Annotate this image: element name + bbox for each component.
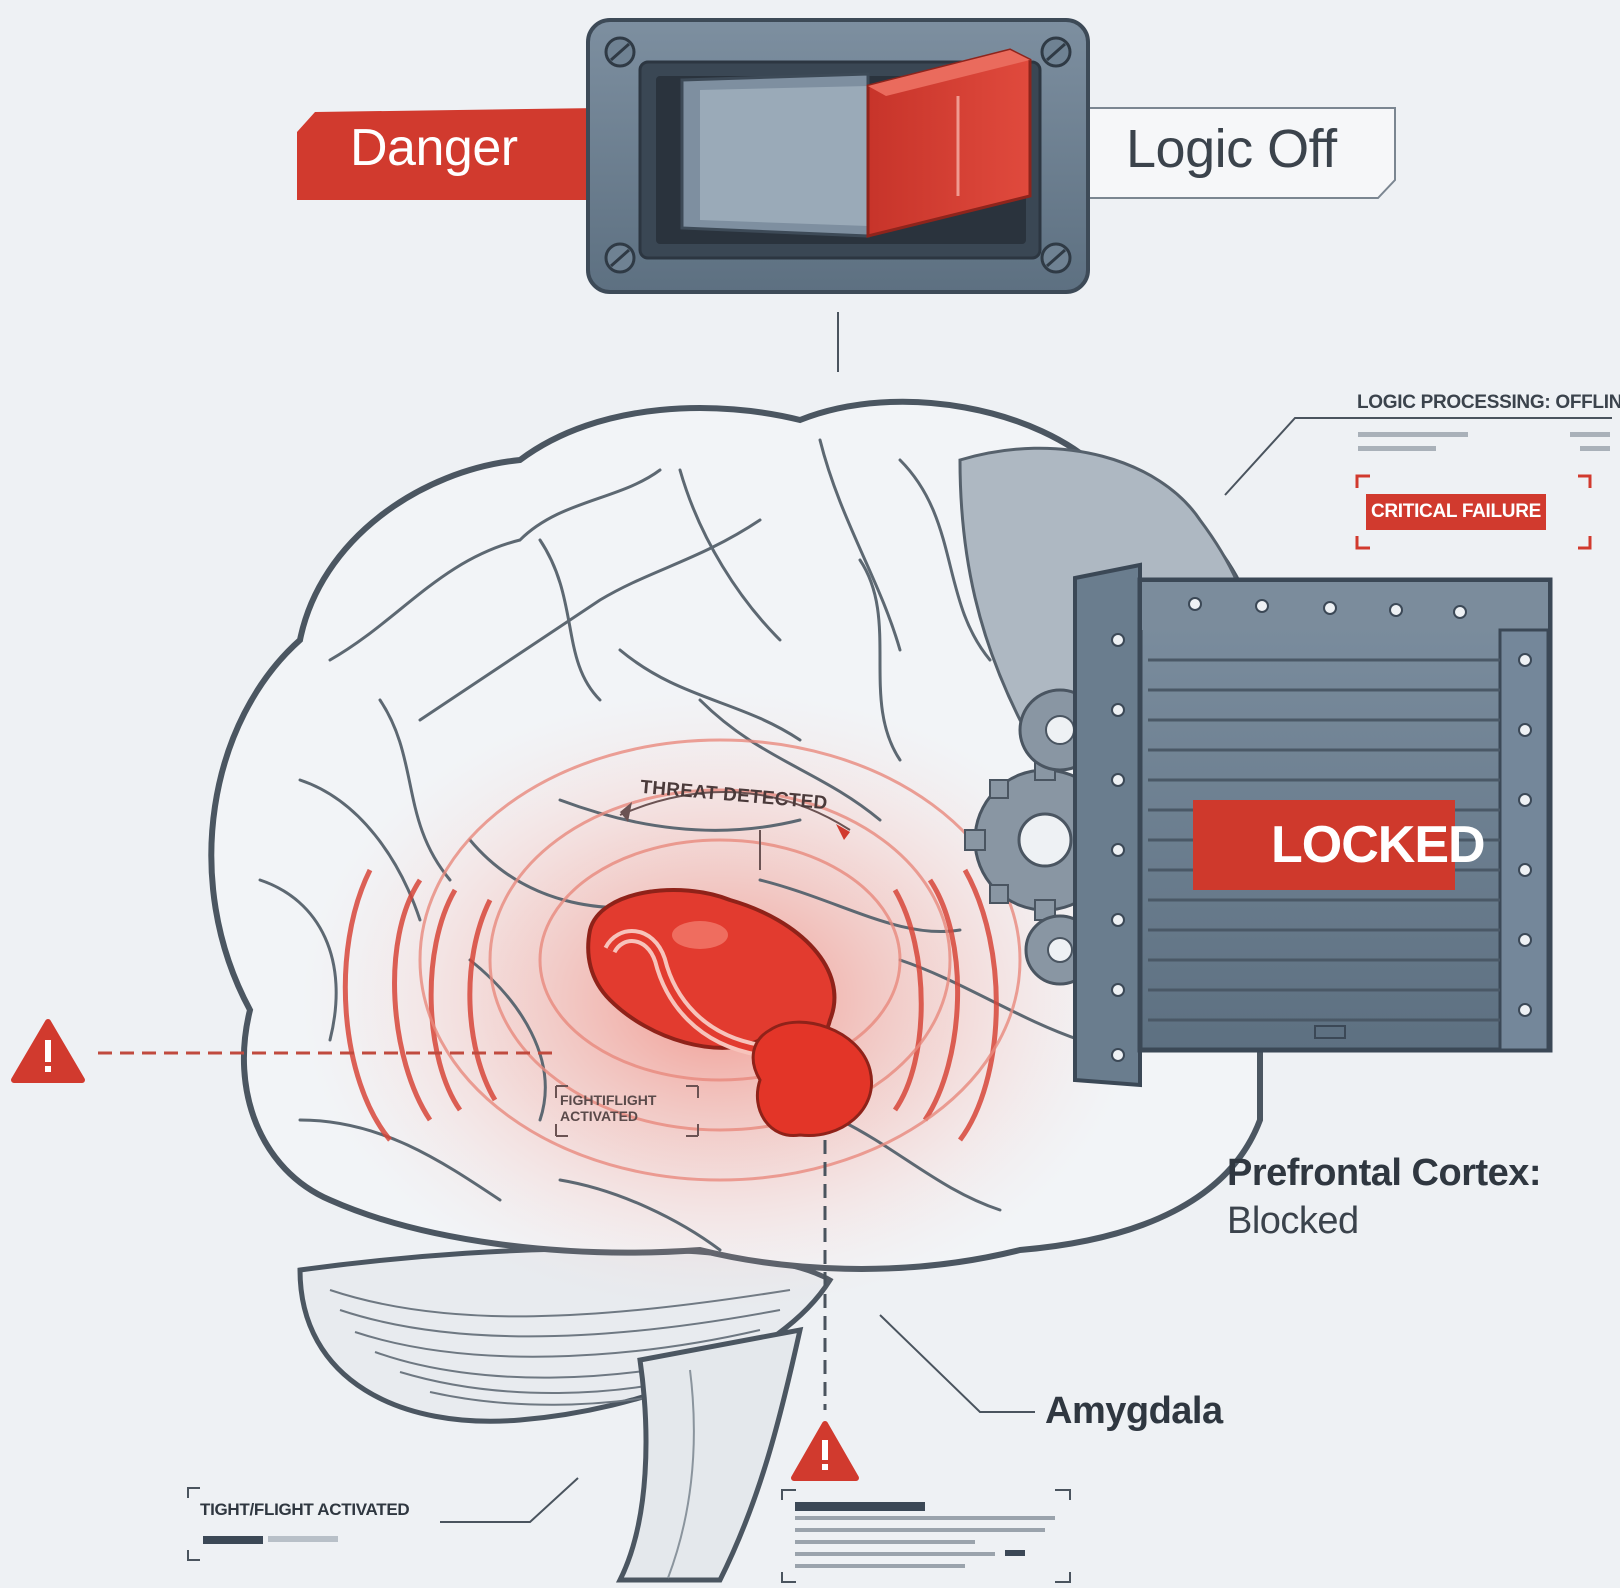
critical-failure-badge: CRITICAL FAILURE [1366, 494, 1546, 530]
amygdala-pointer-line [880, 1315, 1035, 1412]
fight-flight-inner-label: FIGHTIFLIGHT ACTIVATED [560, 1092, 656, 1124]
fight-flight-footer-label: TIGHT/FLIGHT ACTIVATED [200, 1500, 409, 1520]
locked-badge: LOCKED [1193, 800, 1455, 890]
prefrontal-cortex-title: Prefrontal Cortex: [1227, 1152, 1541, 1195]
footer-panel-center [782, 1490, 1070, 1582]
danger-label: Danger [350, 118, 518, 178]
logic-processing-status: LOGIC PROCESSING: OFFLINE [1357, 392, 1620, 414]
prefrontal-cortex-status: Blocked [1227, 1200, 1359, 1243]
warning-icon-bottom [794, 1424, 856, 1478]
status-pointer-line [1225, 418, 1612, 495]
toggle-switch[interactable] [588, 20, 1088, 292]
status-detail-lines [1358, 432, 1610, 451]
warning-icon [14, 1022, 82, 1080]
logic-off-label: Logic Off [1126, 118, 1337, 180]
amygdala-label: Amygdala [1045, 1390, 1223, 1433]
locked-label: LOCKED [1271, 800, 1485, 890]
